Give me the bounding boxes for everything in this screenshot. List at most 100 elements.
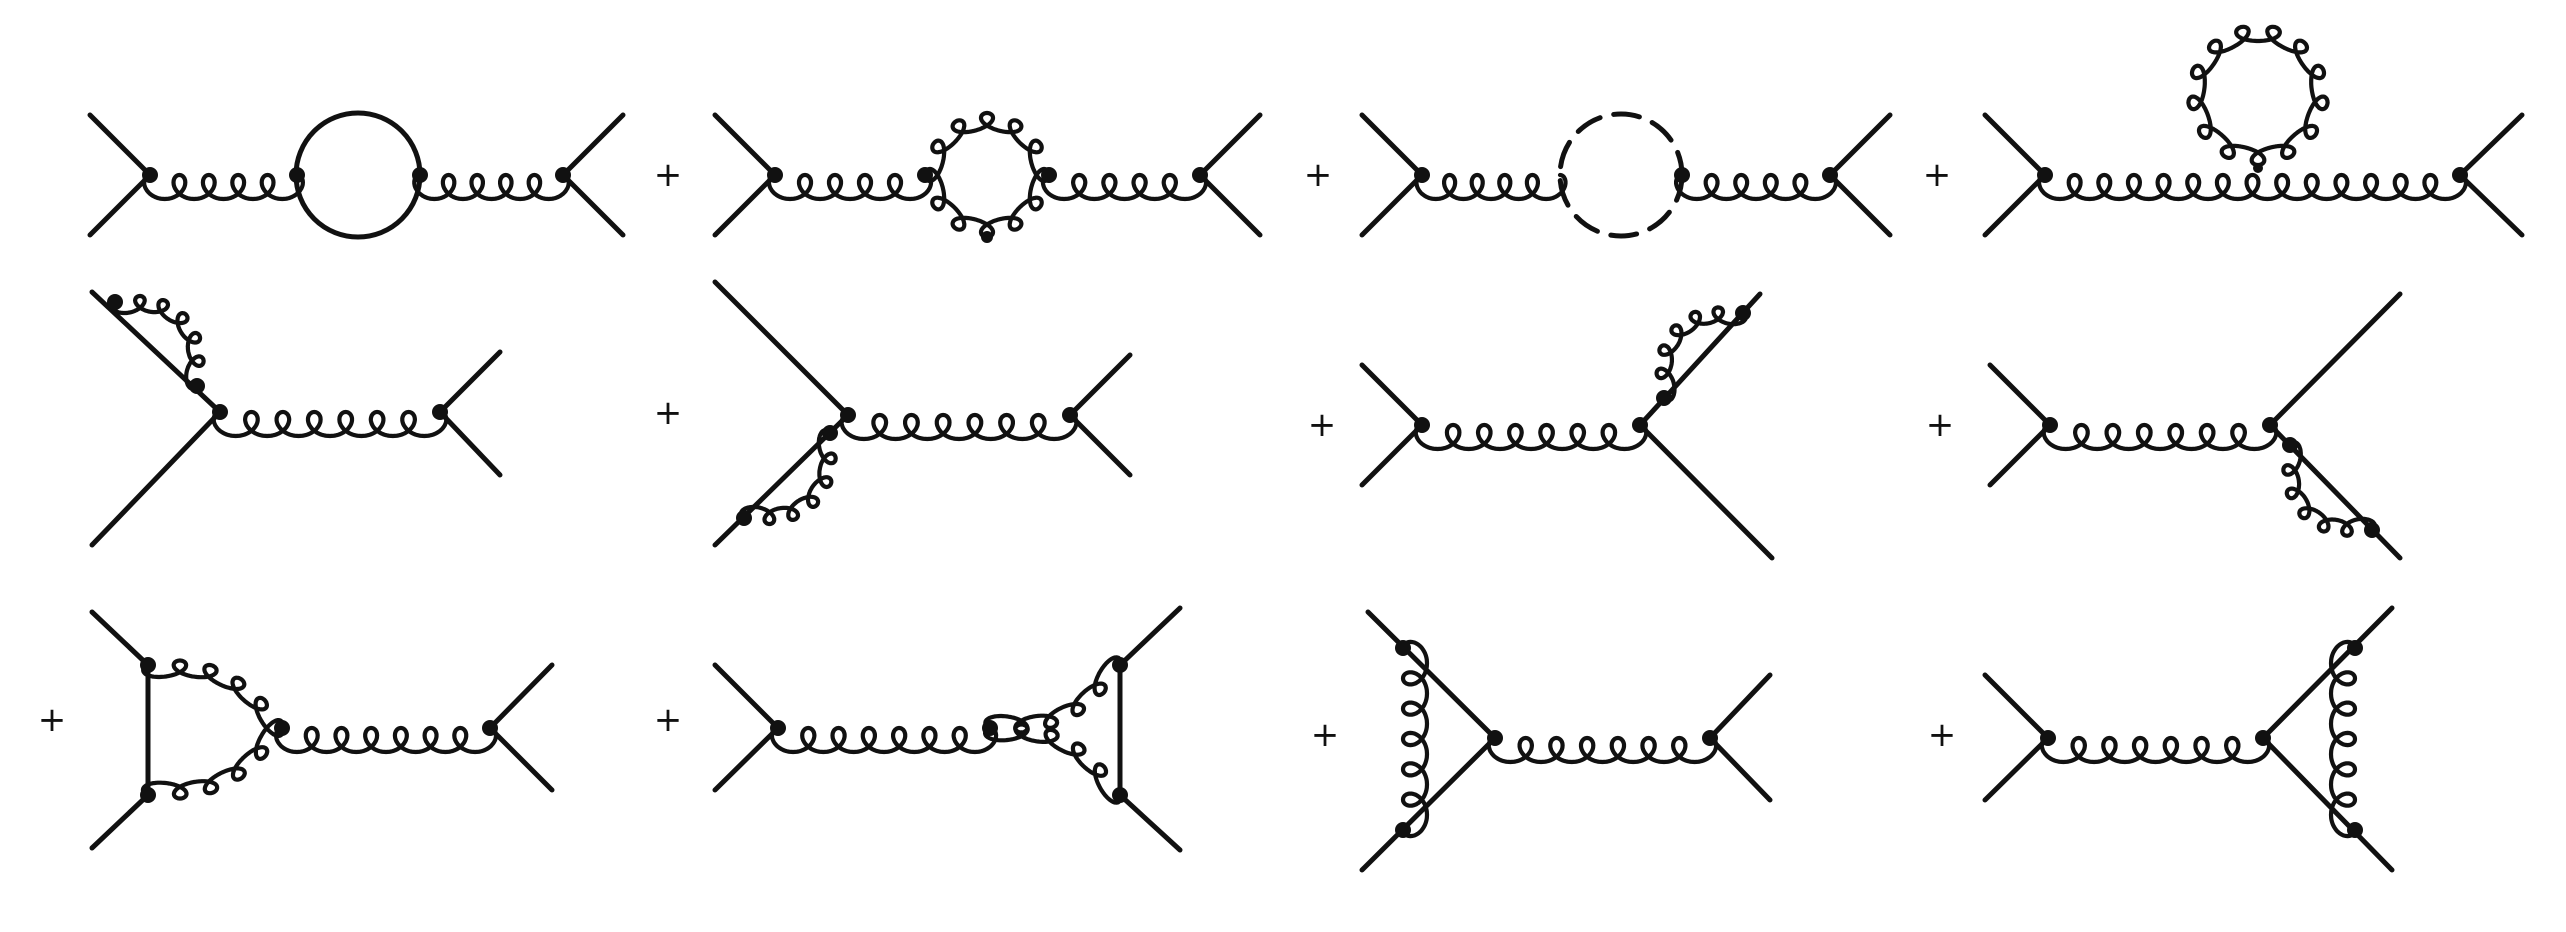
gluon-propagator xyxy=(2037,172,2468,202)
vertex-dot xyxy=(2253,163,2263,173)
gluon-propagator xyxy=(766,172,934,202)
plus-sign: + xyxy=(654,393,683,433)
gluon-self-energy xyxy=(141,658,285,738)
gluon-self-energy xyxy=(983,655,1123,735)
quark-line xyxy=(560,172,626,238)
gluon-self-energy xyxy=(140,718,285,801)
quark-line xyxy=(1982,172,2048,238)
plus-sign: + xyxy=(1308,405,1337,445)
gluon-self-energy xyxy=(110,293,206,391)
gluon-propagator xyxy=(1414,172,1568,202)
quark-loop xyxy=(293,110,423,240)
vertex-dot xyxy=(822,425,838,441)
vertex-dot xyxy=(1041,167,1057,183)
vertex-dot xyxy=(140,787,156,803)
vertex-dot xyxy=(432,404,448,420)
vertex-dot xyxy=(1674,167,1690,183)
gluon-lines xyxy=(110,24,2468,839)
quark-line xyxy=(1067,412,1133,478)
gluon-propagator xyxy=(1400,639,1430,839)
vertex-dot xyxy=(1487,730,1503,746)
vertex-dot xyxy=(2040,730,2056,746)
vertex-dot xyxy=(1414,417,1430,433)
gluon-self-energy xyxy=(2281,440,2377,538)
plus-sign: + xyxy=(38,700,67,740)
vertex-dot xyxy=(2347,640,2363,656)
quark-line xyxy=(712,112,778,178)
ghost-loop xyxy=(1557,111,1685,239)
quark-line xyxy=(1197,112,1263,178)
vertex-dot xyxy=(274,720,290,736)
gluon-propagator xyxy=(2039,735,2272,765)
quark-line xyxy=(89,609,151,668)
vertex-dot xyxy=(1735,305,1751,321)
gluon-self-energy xyxy=(1654,305,1748,403)
plus-sign: + xyxy=(1923,155,1952,195)
gluon-propagator xyxy=(1486,735,1719,765)
gluon-propagator xyxy=(273,725,499,755)
vertex-dot xyxy=(2042,417,2058,433)
quark-line xyxy=(1982,112,2048,178)
gluon-propagator xyxy=(1413,422,1649,452)
plus-signs: ++++++++++ xyxy=(38,155,1957,755)
quark-line xyxy=(2457,112,2525,178)
quark-line xyxy=(437,349,503,415)
quark-line xyxy=(1827,112,1893,178)
quark-line xyxy=(1359,172,1425,238)
gluon-loop xyxy=(922,110,1052,240)
quark-line xyxy=(2267,291,2403,428)
vertex-dot xyxy=(1656,390,1672,406)
quark-line xyxy=(1982,672,2051,741)
quark-line xyxy=(1197,172,1263,238)
vertex-dot xyxy=(1395,822,1411,838)
quark-line xyxy=(89,409,223,548)
quark-line xyxy=(1359,735,1498,873)
gluon-propagator xyxy=(2328,639,2358,839)
gluon-propagator xyxy=(1674,172,1838,202)
quark-line xyxy=(2260,605,2395,741)
quark-line xyxy=(1987,362,2053,428)
quark-line xyxy=(1827,172,1893,238)
gluon-self-energy xyxy=(983,722,1123,805)
vertex-dot xyxy=(982,720,998,736)
quark-line xyxy=(1117,605,1183,668)
vertex-dot xyxy=(140,657,156,673)
quark-line xyxy=(2457,172,2525,238)
vertex-dot xyxy=(1192,167,1208,183)
vertex-dot xyxy=(840,407,856,423)
quark-line xyxy=(1359,112,1425,178)
vertex-dot xyxy=(767,167,783,183)
quark-line xyxy=(712,662,781,731)
gluon-propagator xyxy=(211,409,449,439)
quark-line xyxy=(560,112,626,178)
vertex-dot xyxy=(1062,407,1078,423)
quark-line xyxy=(89,792,151,851)
vertex-dot xyxy=(289,167,305,183)
vertex-dot xyxy=(981,231,993,243)
gluon-propagator xyxy=(769,725,999,755)
vertex-dot xyxy=(1112,657,1128,673)
quark-line xyxy=(487,662,555,731)
quark-line xyxy=(1359,422,1425,488)
vertex-dot xyxy=(482,720,498,736)
vertex-dot xyxy=(917,167,933,183)
vertex-dot xyxy=(2282,437,2298,453)
plus-sign: + xyxy=(1928,715,1957,755)
quark-line xyxy=(1707,672,1773,741)
vertex-dots xyxy=(107,163,2468,838)
vertex-dot xyxy=(2347,822,2363,838)
vertex-dot xyxy=(212,404,228,420)
quark-line xyxy=(1359,362,1425,428)
gluon-propagator xyxy=(412,172,571,202)
quark-line xyxy=(1067,352,1133,418)
vertex-dot xyxy=(1112,787,1128,803)
vertex-dot xyxy=(2452,167,2468,183)
gluon-loop xyxy=(2186,24,2330,168)
vertex-dot xyxy=(2262,417,2278,433)
vertex-dot xyxy=(2037,167,2053,183)
vertex-dot xyxy=(1822,167,1838,183)
quark-and-ghost-lines xyxy=(87,110,2525,873)
quark-line xyxy=(1987,422,2053,488)
plus-sign: + xyxy=(1304,155,1333,195)
